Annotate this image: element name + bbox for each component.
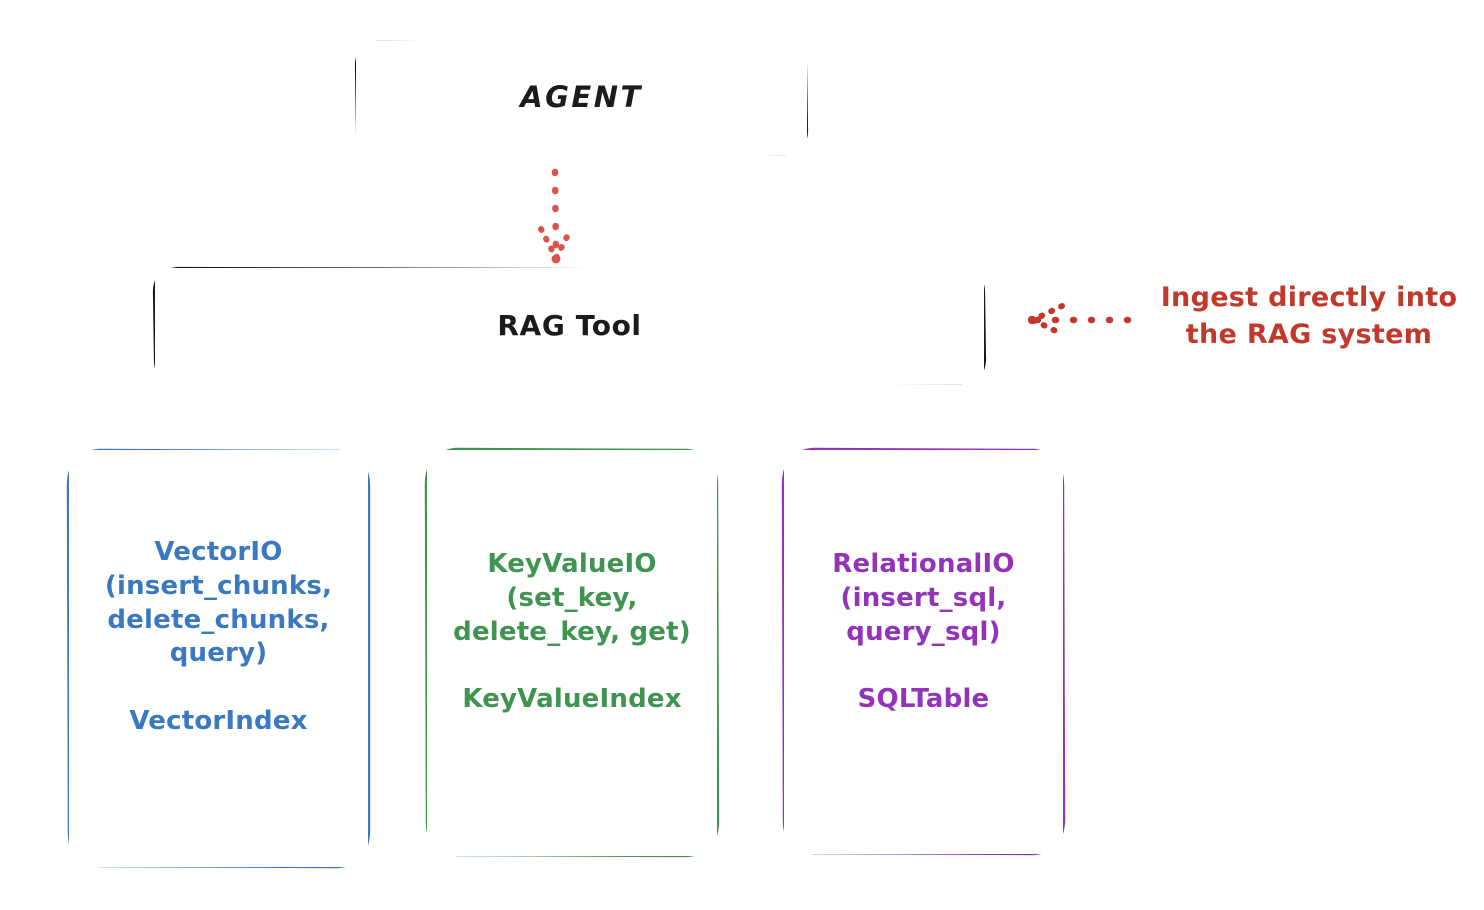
ingest-arrow [1027, 303, 1132, 337]
vector-io-api-label: VectorIO (insert_chunks, delete_chunks, … [104, 537, 333, 669]
vector-index-label: VectorIndex [129, 706, 308, 737]
agent-label: AGENT [520, 80, 643, 115]
vector-io-box[interactable]: VectorIO (insert_chunks, delete_chunks, … [69, 450, 368, 867]
relational-io-api-label: RelationalIO (insert_sql, query_sql) [832, 549, 1015, 647]
key-value-index-label: KeyValueIndex [462, 684, 682, 715]
key-value-io-api-label: KeyValueIO (set_key, delete_key, get) [453, 549, 691, 647]
rag-tool-box[interactable]: RAG Tool [155, 268, 984, 384]
relational-io-box[interactable]: RelationalIO (insert_sql, query_sql) SQL… [784, 450, 1063, 854]
rag-tool-label: RAG Tool [497, 308, 642, 342]
key-value-io-box[interactable]: KeyValueIO (set_key, delete_key, get) Ke… [427, 450, 717, 856]
ingest-annotation-text: Ingest directly into the RAG system [1160, 282, 1458, 351]
agent-box[interactable]: AGENT [356, 41, 807, 155]
sql-table-label: SQLTable [857, 684, 990, 715]
agent-to-rag-arrow [538, 168, 574, 264]
